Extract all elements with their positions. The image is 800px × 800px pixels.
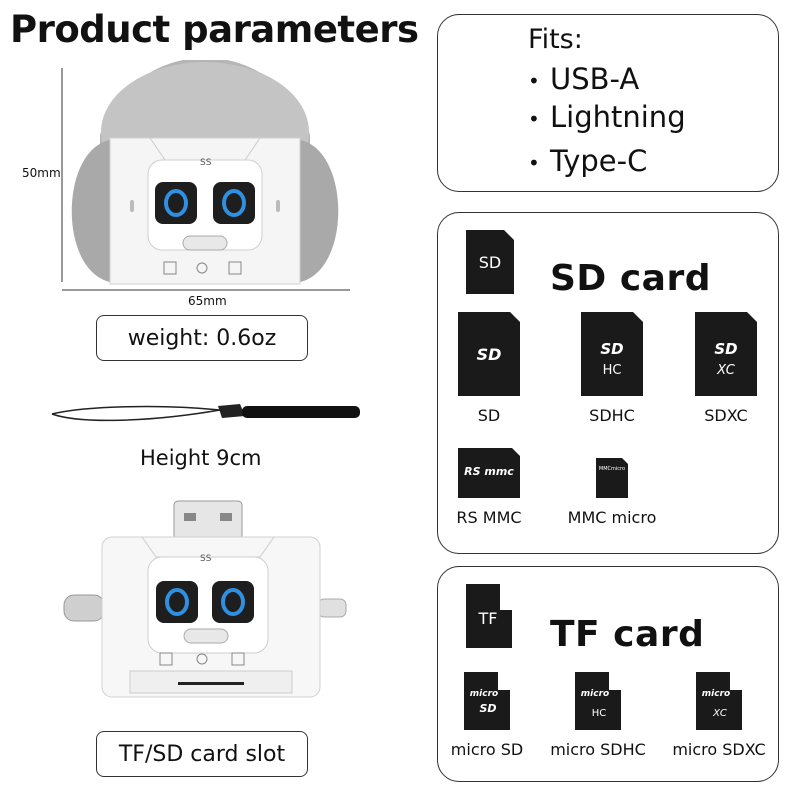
sdxc-card-label: SDXC (704, 406, 748, 425)
micro-sdhc-card-image: micro HC (575, 672, 621, 730)
svg-text:HC: HC (603, 363, 622, 378)
svg-text:SD: SD (477, 345, 502, 364)
tf-card-icon: TF (466, 584, 512, 648)
sdhc-card-image: SD HC (581, 312, 643, 396)
bullet-icon: • (528, 151, 540, 175)
rs-mmc-card-image: RS mmc (458, 448, 520, 498)
svg-text:micro: micro (581, 689, 609, 699)
svg-text:MMCmicro: MMCmicro (599, 466, 625, 472)
fits-item-usb-a: •USB-A (528, 62, 640, 96)
micro-sd-card-label: micro SD (450, 740, 524, 759)
bullet-icon: • (528, 107, 540, 131)
micro-sdhc-card-label: micro SDHC (550, 740, 646, 759)
svg-text:HC: HC (592, 708, 607, 719)
sd-card-title: SD card (550, 258, 711, 299)
svg-text:SD: SD (600, 340, 623, 358)
svg-text:XC: XC (712, 708, 727, 719)
svg-text:SD: SD (714, 340, 737, 358)
fits-heading: Fits: (528, 24, 583, 55)
page-title: Product parameters (10, 8, 419, 51)
strap-height-label: Height 9cm (140, 446, 262, 470)
svg-text:SS: SS (200, 158, 212, 168)
lanyard-strap-illustration (51, 404, 360, 422)
sd-card-image: SD (458, 312, 520, 396)
sdxc-card-image: SD XC (695, 312, 757, 396)
mmc-micro-card-label: MMC micro (567, 508, 657, 527)
svg-text:SD: SD (479, 253, 501, 272)
svg-text:micro: micro (702, 689, 730, 699)
device-front-illustration: SS (63, 500, 347, 698)
micro-sdxc-card-image: micro XC (696, 672, 742, 730)
bullet-icon: • (528, 69, 540, 93)
rs-mmc-card-label: RS MMC (456, 508, 522, 527)
micro-sdxc-card-label: micro SDXC (672, 740, 766, 759)
sdhc-card-label: SDHC (589, 406, 635, 425)
fits-panel (437, 14, 779, 192)
tf-card-title: TF card (550, 614, 705, 655)
fits-item-lightning: •Lightning (528, 100, 686, 134)
fits-item-type-c: •Type-C (528, 144, 648, 178)
svg-text:TF: TF (478, 609, 498, 628)
sd-card-icon: SD (466, 230, 514, 294)
svg-text:RS mmc: RS mmc (464, 465, 514, 478)
svg-text:micro: micro (470, 689, 498, 699)
dimension-height: 50mm (22, 166, 61, 180)
mmc-micro-card-image: MMCmicro (596, 458, 628, 498)
weight-label: weight: 0.6oz (96, 315, 308, 361)
svg-text:SS: SS (200, 554, 212, 564)
card-slot-label: TF/SD card slot (96, 731, 308, 777)
svg-text:XC: XC (716, 363, 736, 378)
svg-text:SD: SD (479, 702, 496, 715)
micro-sd-card-image: micro SD (464, 672, 510, 730)
dimension-width: 65mm (188, 294, 227, 308)
device-top-illustration: SS (61, 60, 350, 291)
sd-card-label: SD (477, 406, 501, 425)
